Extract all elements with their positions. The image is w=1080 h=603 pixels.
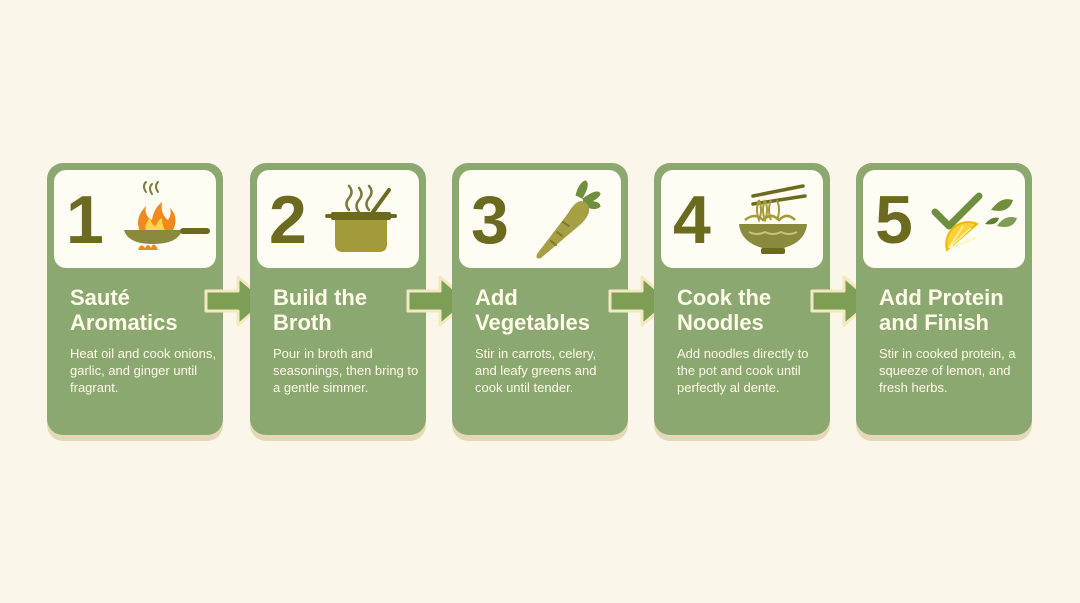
step-number: 1 bbox=[66, 182, 104, 258]
noodle-bowl-icon bbox=[739, 184, 807, 254]
step-title: Cook the Noodles bbox=[677, 285, 772, 335]
checkmark-lemon-herbs-icon bbox=[931, 192, 1017, 252]
steaming-pot-icon bbox=[325, 184, 397, 252]
step-number: 4 bbox=[673, 182, 711, 258]
step-card-5: 5 Add Protein and Finish Stir in cooked … bbox=[856, 163, 1032, 435]
frying-pan-flame-icon bbox=[124, 181, 210, 250]
step-description: Stir in cooked protein, a squeeze of lem… bbox=[879, 346, 1016, 395]
step-card-header: 1 bbox=[54, 170, 216, 268]
step-title: Add Vegetables bbox=[475, 285, 590, 335]
step-number: 3 bbox=[471, 182, 509, 258]
step-card-header: 5 bbox=[863, 170, 1025, 268]
step-number: 5 bbox=[875, 182, 913, 258]
step-card-header: 4 bbox=[661, 170, 823, 268]
step-card-3: 3 Add Vegetables Stir in carrots, celery… bbox=[452, 163, 628, 435]
step-description: Heat oil and cook onions, garlic, and gi… bbox=[70, 346, 216, 395]
step-card-4: 4 Cook the Noodles Add noodles directly … bbox=[654, 163, 830, 435]
step-number: 2 bbox=[269, 182, 307, 258]
step-title: Sauté Aromatics bbox=[70, 285, 178, 335]
step-title: Add Protein and Finish bbox=[879, 285, 1004, 335]
step-card-header: 2 bbox=[257, 170, 419, 268]
step-card-2: 2 Build the Broth Pour in broth and seas… bbox=[250, 163, 426, 435]
step-title: Build the Broth bbox=[273, 285, 368, 335]
step-description: Add noodles directly to the pot and cook… bbox=[677, 346, 809, 395]
step-description: Pour in broth and seasonings, then bring… bbox=[273, 346, 419, 395]
step-card-1: 1 Sauté Aromatics Heat oil and cook onio… bbox=[47, 163, 223, 435]
step-description: Stir in carrots, celery, and leafy green… bbox=[475, 346, 597, 395]
step-card-header: 3 bbox=[459, 170, 621, 268]
carrot-icon bbox=[536, 180, 601, 259]
